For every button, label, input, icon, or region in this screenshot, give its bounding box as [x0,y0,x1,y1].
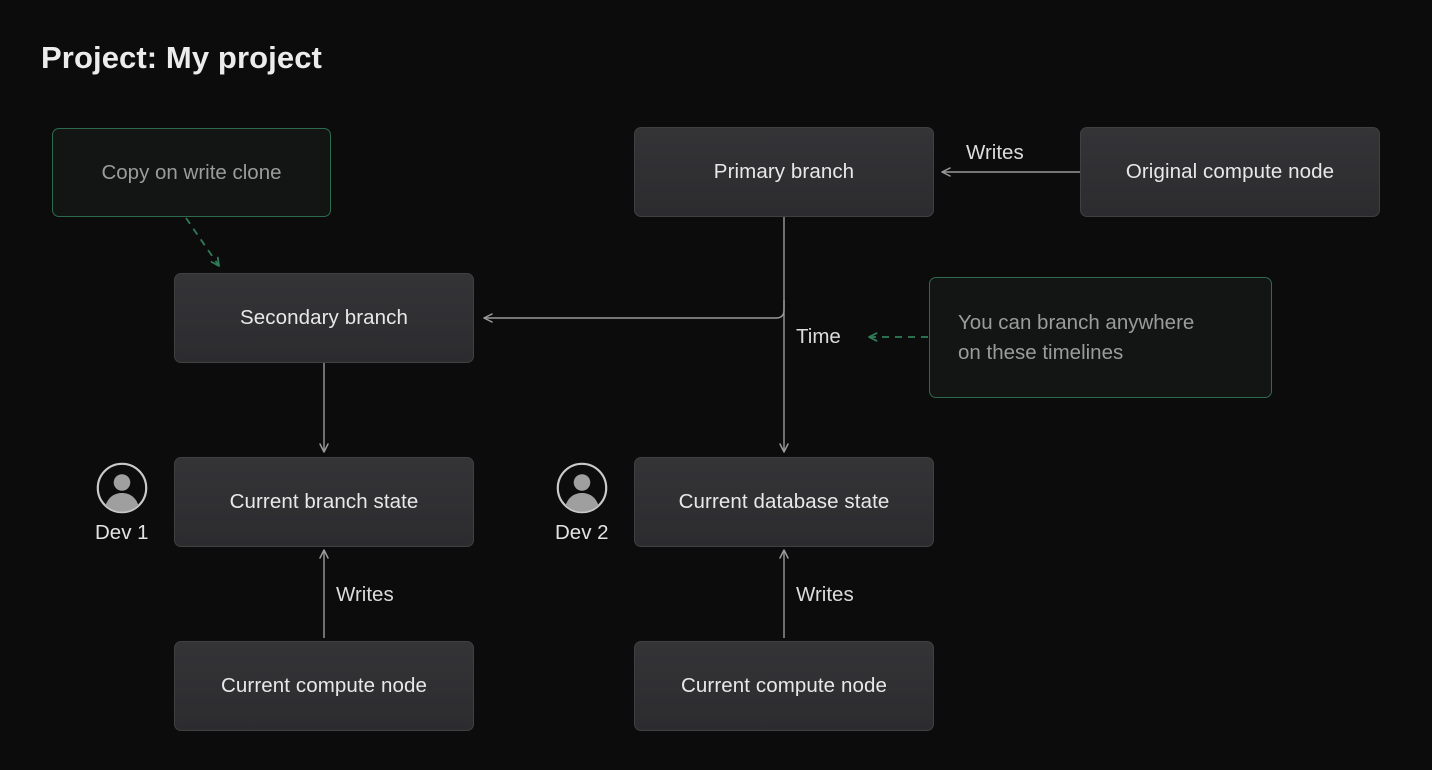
avatar-dev1-label: Dev 1 [95,521,149,544]
node-current-branch-state-label: Current branch state [229,490,419,513]
callout-branch-anywhere-text: You can branch anywhere on these timelin… [958,308,1194,366]
node-current-compute-node-right-label: Current compute node [681,674,887,697]
edge-clone-to-secondary-branch [185,217,220,267]
node-original-compute-node: Original compute node [1080,127,1380,217]
edge-label-writes-right: Writes [796,583,854,606]
node-current-compute-node-left: Current compute node [174,641,474,731]
node-primary-branch-label: Primary branch [713,160,855,183]
node-original-compute-node-label: Original compute node [1125,160,1335,183]
node-current-database-state-label: Current database state [678,490,890,513]
avatar-dev2-label: Dev 2 [555,521,609,544]
edge-label-time: Time [796,325,841,348]
node-secondary-branch: Secondary branch [174,273,474,363]
avatar-dev1: Dev 1 [95,462,149,545]
edge-label-writes-left: Writes [336,583,394,606]
callout-copy-on-write-clone: Copy on write clone [52,128,331,217]
callout-branch-anywhere-line1: You can branch anywhere [958,311,1195,335]
callout-branch-anywhere: You can branch anywhere on these timelin… [929,277,1272,398]
user-avatar-icon [556,462,608,514]
callout-branch-anywhere-line2: on these timelines [958,340,1124,364]
callout-copy-on-write-clone-label: Copy on write clone [101,160,282,184]
node-current-database-state: Current database state [634,457,934,547]
node-primary-branch: Primary branch [634,127,934,217]
node-current-branch-state: Current branch state [174,457,474,547]
node-secondary-branch-label: Secondary branch [240,306,408,329]
page-title: Project: My project [41,40,322,75]
node-current-compute-node-left-label: Current compute node [221,674,427,697]
edge-primary-to-secondary-branch [483,300,785,323]
avatar-dev2: Dev 2 [555,462,609,545]
user-avatar-icon [96,462,148,514]
node-current-compute-node-right: Current compute node [634,641,934,731]
edge-label-writes-primary: Writes [966,141,1024,164]
